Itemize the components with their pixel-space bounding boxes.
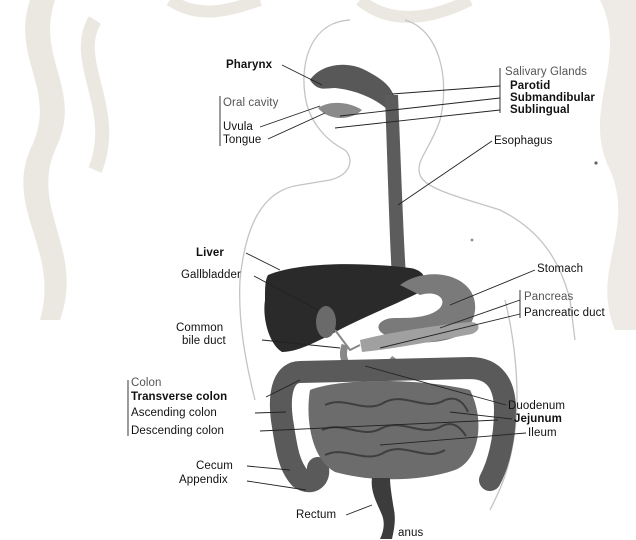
leader-sublingual	[335, 110, 500, 128]
label-sublingual: Sublingual	[510, 104, 570, 117]
label-gallbladder: Gallbladder	[181, 269, 241, 282]
label-tongue: Tongue	[223, 134, 261, 147]
label-uvula: Uvula	[223, 121, 253, 134]
label-stomach: Stomach	[537, 263, 583, 276]
label-anus: anus	[398, 527, 423, 540]
label-bile-duct: bile duct	[182, 335, 226, 348]
label-transverse-colon: Transverse colon	[131, 391, 227, 404]
label-jejunum: Jejunum	[514, 413, 562, 426]
label-cecum: Cecum	[196, 460, 233, 473]
leader-submandibular	[340, 98, 500, 116]
label-common: Common	[176, 322, 223, 335]
label-descending-colon: Descending colon	[131, 425, 224, 438]
label-appendix: Appendix	[179, 474, 228, 487]
gallbladder-shape	[316, 306, 336, 338]
label-pancreatic-duct: Pancreatic duct	[524, 307, 605, 320]
label-ascending-colon: Ascending colon	[131, 407, 217, 420]
speck	[594, 161, 597, 164]
leader-rectum	[346, 505, 372, 515]
label-esophagus: Esophagus	[494, 135, 552, 148]
label-oral-cavity: Oral cavity	[223, 97, 278, 110]
rectum-shape	[372, 478, 395, 539]
small-intestine-shape	[308, 381, 478, 479]
label-duodenum: Duodenum	[508, 400, 565, 413]
label-colon: Colon	[131, 377, 162, 390]
label-pharynx: Pharynx	[226, 59, 272, 72]
speck	[471, 239, 474, 242]
label-rectum: Rectum	[296, 509, 336, 522]
label-pancreas: Pancreas	[524, 291, 573, 304]
leader-parotid	[392, 86, 500, 94]
leader-esophagus	[398, 141, 492, 205]
pharynx-shape	[310, 65, 395, 110]
label-liver: Liver	[196, 247, 224, 260]
label-ileum: Ileum	[528, 427, 557, 440]
leader-liver	[246, 253, 280, 270]
label-salivary-glands: Salivary Glands	[505, 66, 587, 79]
